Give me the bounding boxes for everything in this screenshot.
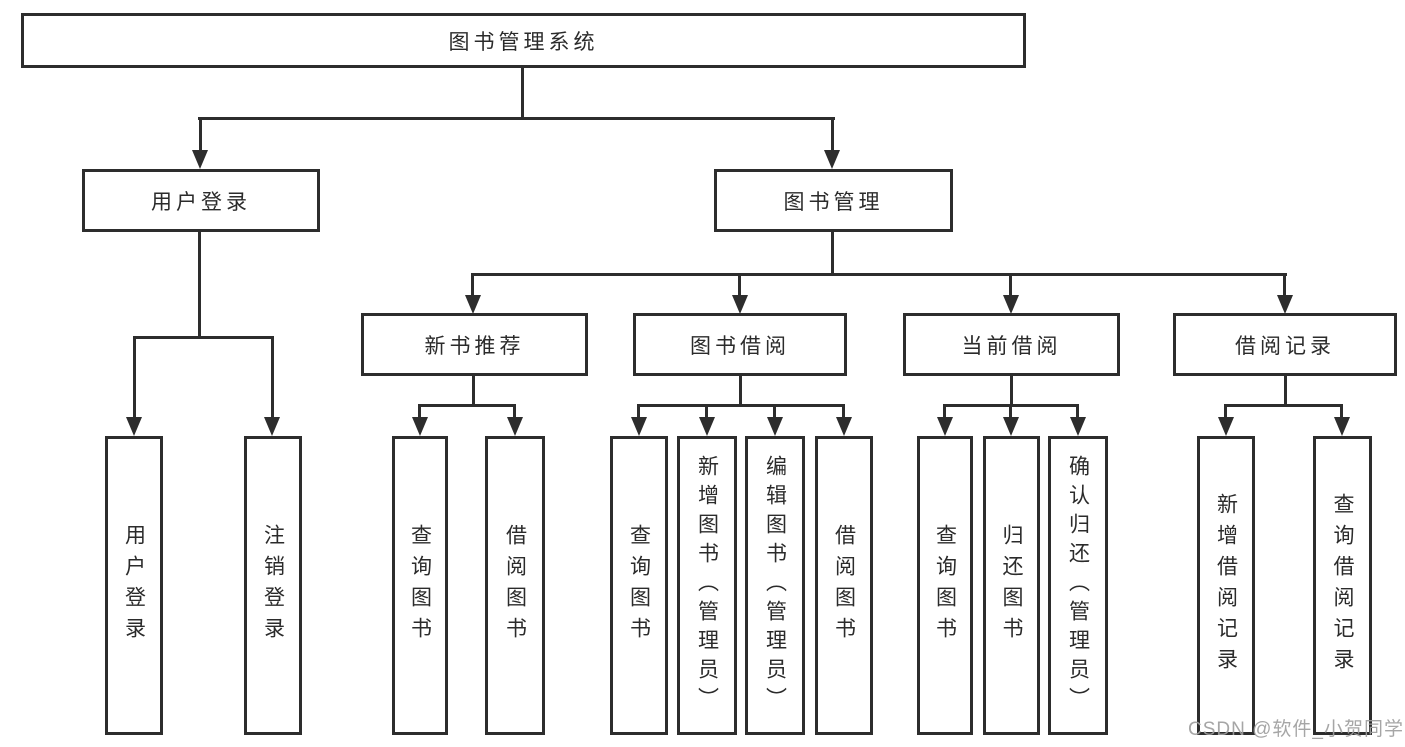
connector-borrow-arrow-stem-1 bbox=[637, 404, 640, 418]
leaf-current-query-book: 查询图书 bbox=[917, 436, 973, 735]
node-book-borrow: 图书借阅 bbox=[633, 313, 847, 376]
connector-mgmt-horizontal bbox=[472, 273, 1287, 276]
connector-borrow-arrow-stem-2 bbox=[705, 404, 708, 418]
arrow-down bbox=[631, 417, 647, 436]
connector-login-arrow-stem-2 bbox=[271, 336, 274, 418]
connector-borrow-horizontal bbox=[638, 404, 845, 407]
connector-mgmt-drop bbox=[831, 232, 834, 275]
arrow-down bbox=[1218, 417, 1234, 436]
leaf-borrow-query-book: 查询图书 bbox=[610, 436, 668, 735]
connector-record-drop bbox=[1284, 376, 1287, 406]
leaf-borrow-edit-book-admin: 编辑图书（管理员） bbox=[745, 436, 805, 735]
connector-login-drop bbox=[198, 232, 201, 338]
connector-recommend-horizontal bbox=[419, 404, 516, 407]
connector-borrow-drop bbox=[739, 376, 742, 406]
arrow-down bbox=[1003, 295, 1019, 314]
arrow-down bbox=[836, 417, 852, 436]
node-book-management: 图书管理 bbox=[714, 169, 953, 232]
connector-borrow-arrow-stem-4 bbox=[842, 404, 845, 418]
node-user-login: 用户登录 bbox=[82, 169, 320, 232]
connector-record-arrow-stem-2 bbox=[1340, 404, 1343, 418]
connector-borrow-arrow-stem-3 bbox=[773, 404, 776, 418]
leaf-record-query-borrow-record: 查询借阅记录 bbox=[1313, 436, 1372, 735]
arrow-down bbox=[412, 417, 428, 436]
leaf-borrow-borrow-book: 借阅图书 bbox=[815, 436, 873, 735]
connector-mgmt-arrow-stem-1 bbox=[471, 273, 474, 297]
leaf-current-confirm-return-admin: 确认归还（管理员） bbox=[1048, 436, 1108, 735]
connector-mgmt-arrow-stem-3 bbox=[1009, 273, 1012, 297]
leaf-logout: 注销登录 bbox=[244, 436, 302, 735]
node-new-book-recommend: 新书推荐 bbox=[361, 313, 588, 376]
connector-root-arrow-stem-left bbox=[199, 117, 202, 153]
connector-mgmt-arrow-stem-4 bbox=[1283, 273, 1286, 297]
arrow-down bbox=[465, 295, 481, 314]
connector-recommend-arrow-stem-2 bbox=[513, 404, 516, 418]
arrow-down bbox=[937, 417, 953, 436]
connector-current-arrow-stem-1 bbox=[943, 404, 946, 418]
connector-recommend-drop bbox=[472, 376, 475, 406]
arrow-down bbox=[824, 150, 840, 169]
connector-recommend-arrow-stem-1 bbox=[418, 404, 421, 418]
connector-root-drop bbox=[521, 68, 524, 120]
connector-root-horizontal bbox=[198, 117, 835, 120]
arrow-down bbox=[1003, 417, 1019, 436]
csdn-watermark: CSDN @软件_小贺同学 bbox=[1188, 719, 1404, 740]
connector-root-arrow-stem-right bbox=[831, 117, 834, 153]
arrow-down bbox=[1334, 417, 1350, 436]
leaf-recommend-query-book: 查询图书 bbox=[392, 436, 448, 735]
arrow-down bbox=[192, 150, 208, 169]
leaf-current-return-book: 归还图书 bbox=[983, 436, 1040, 735]
connector-current-arrow-stem-2 bbox=[1009, 404, 1012, 418]
arrow-down bbox=[732, 295, 748, 314]
connector-current-drop bbox=[1010, 376, 1013, 406]
connector-mgmt-arrow-stem-2 bbox=[738, 273, 741, 297]
arrow-down bbox=[699, 417, 715, 436]
node-borrow-record: 借阅记录 bbox=[1173, 313, 1397, 376]
leaf-user-login: 用户登录 bbox=[105, 436, 163, 735]
connector-current-arrow-stem-3 bbox=[1076, 404, 1079, 418]
connector-login-arrow-stem-1 bbox=[133, 336, 136, 418]
leaf-record-add-borrow-record: 新增借阅记录 bbox=[1197, 436, 1255, 735]
arrow-down bbox=[1277, 295, 1293, 314]
connector-record-arrow-stem-1 bbox=[1224, 404, 1227, 418]
connector-record-horizontal bbox=[1225, 404, 1343, 407]
arrow-down bbox=[507, 417, 523, 436]
arrow-down bbox=[264, 417, 280, 436]
leaf-borrow-add-book-admin: 新增图书（管理员） bbox=[677, 436, 737, 735]
node-current-borrow: 当前借阅 bbox=[903, 313, 1120, 376]
arrow-down bbox=[1070, 417, 1086, 436]
leaf-recommend-borrow-book: 借阅图书 bbox=[485, 436, 545, 735]
node-root-library-system: 图书管理系统 bbox=[21, 13, 1026, 68]
arrow-down bbox=[767, 417, 783, 436]
connector-login-horizontal bbox=[133, 336, 273, 339]
arrow-down bbox=[126, 417, 142, 436]
